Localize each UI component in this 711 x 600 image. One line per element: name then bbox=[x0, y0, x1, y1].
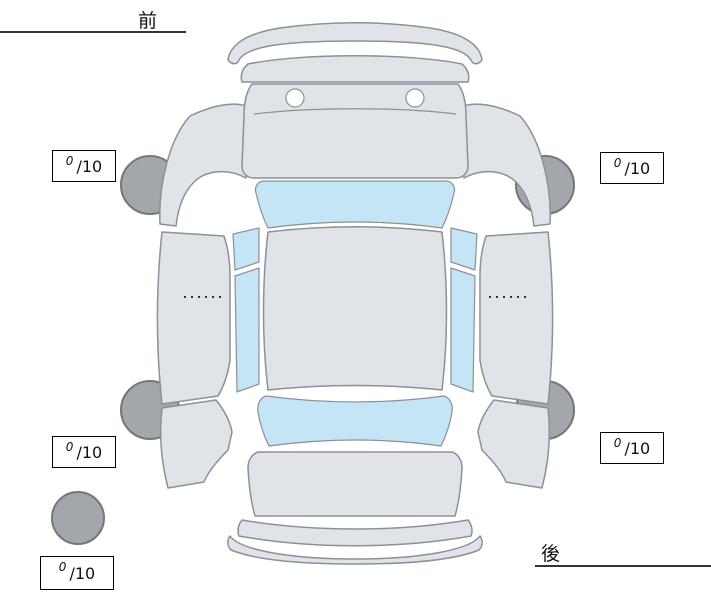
windshield bbox=[254, 180, 456, 229]
hood bbox=[241, 83, 469, 179]
front-bumper bbox=[240, 55, 470, 83]
quarter-panel bbox=[159, 399, 233, 489]
score-value: 0 bbox=[613, 436, 622, 450]
score-box-front-left: 0 /10 bbox=[52, 150, 116, 182]
rear-bumper bbox=[237, 519, 473, 547]
score-value: 0 bbox=[58, 560, 67, 574]
score-denominator: /10 bbox=[76, 156, 103, 176]
score-denominator: /10 bbox=[624, 158, 651, 178]
score-value: 0 bbox=[65, 154, 74, 168]
hood-cap-left-icon bbox=[285, 88, 305, 108]
score-value: 0 bbox=[613, 156, 622, 170]
score-box-front-right: 0 /10 bbox=[600, 152, 664, 184]
score-box-rear-right: 0 /10 bbox=[600, 432, 664, 464]
left-side-panels bbox=[156, 103, 260, 489]
hood-seam bbox=[253, 108, 457, 115]
score-box-rear-left: 0 /10 bbox=[52, 436, 116, 468]
rear-bumper-trim bbox=[227, 535, 483, 565]
score-box-spare: 0 /10 bbox=[40, 556, 114, 590]
rear-door-window bbox=[234, 267, 260, 393]
score-value: 0 bbox=[65, 440, 74, 454]
door-panel bbox=[156, 231, 231, 405]
spare-tire-icon bbox=[51, 491, 105, 545]
score-denominator: /10 bbox=[624, 438, 651, 458]
rear-label-underline bbox=[535, 565, 711, 567]
car-top-view-diagram bbox=[156, 22, 554, 565]
front-orientation-label: 前 bbox=[138, 10, 158, 32]
trunk bbox=[247, 451, 463, 517]
score-denominator: /10 bbox=[76, 442, 103, 462]
rear-orientation-label: 後 bbox=[541, 543, 561, 565]
front-door-window bbox=[232, 227, 260, 271]
front-bumper-trim bbox=[227, 22, 483, 65]
front-label-underline bbox=[0, 31, 186, 33]
score-denominator: /10 bbox=[69, 563, 96, 583]
hood-cap-right-icon bbox=[405, 88, 425, 108]
roof bbox=[262, 226, 448, 391]
front-fender bbox=[159, 103, 247, 227]
rear-window bbox=[257, 395, 453, 447]
